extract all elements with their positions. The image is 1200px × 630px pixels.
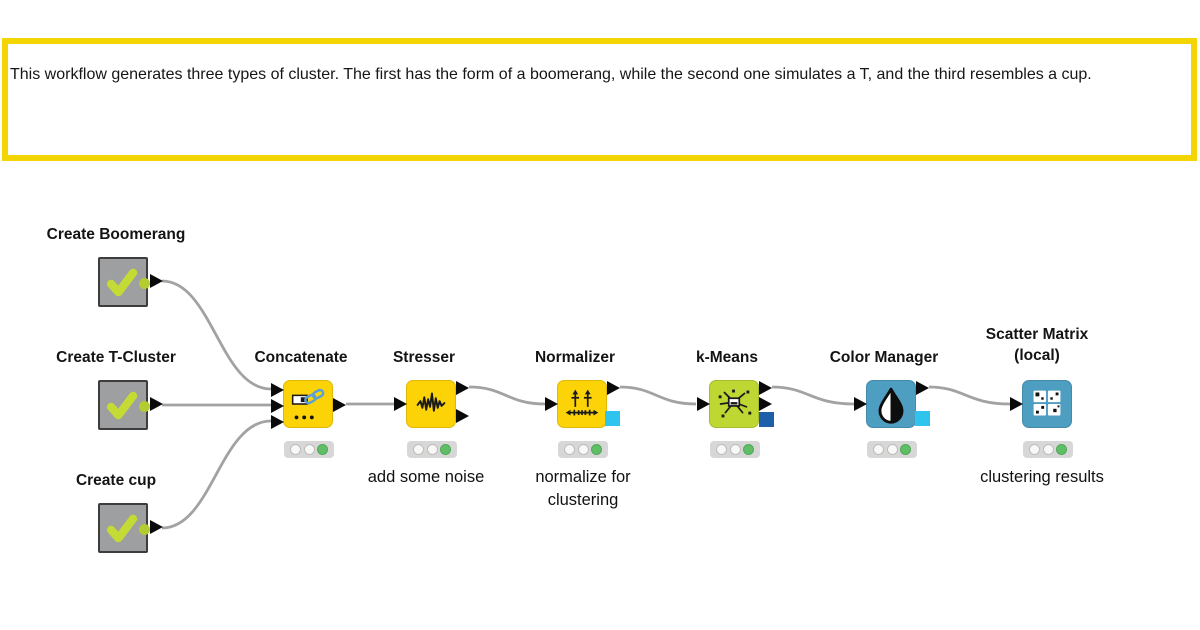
node-comment: add some noise (367, 468, 485, 486)
model-output-port[interactable] (759, 412, 774, 427)
normalizer-icon (565, 389, 599, 416)
input-port[interactable] (696, 397, 710, 411)
node-label-line2: (local) (1014, 347, 1060, 364)
output-port[interactable] (150, 397, 163, 411)
traffic-light-indicator (1023, 441, 1073, 458)
connection-colormanager-scattermatrix (928, 385, 1011, 406)
status-dot-yellow (1042, 444, 1054, 455)
node-body[interactable] (544, 380, 620, 458)
node-body[interactable] (98, 503, 163, 553)
output-port-2[interactable] (758, 396, 772, 411)
node-label: Concatenate (254, 349, 348, 366)
color-manager-drop-icon (878, 387, 904, 424)
traffic-light-indicator (284, 441, 334, 458)
node-label-line1: Scatter Matrix (985, 326, 1089, 343)
status-dot-green (1056, 444, 1067, 455)
node-label: k-Means (695, 349, 759, 366)
concatenate-icon (291, 388, 325, 420)
status-dot-red (290, 444, 301, 455)
output-port[interactable] (150, 520, 163, 534)
input-port[interactable] (393, 397, 407, 411)
node-body[interactable] (1009, 380, 1073, 458)
model-output-port[interactable] (605, 411, 620, 426)
status-dot-yellow (426, 444, 438, 455)
output-port-circle (139, 524, 150, 535)
output-port[interactable] (150, 274, 163, 288)
node-label: Create cup (75, 472, 157, 489)
status-dot-green (440, 444, 451, 455)
output-port[interactable] (606, 380, 620, 395)
node-body[interactable] (393, 380, 469, 458)
annotation-text: This workflow generates three types of c… (10, 66, 1092, 83)
node-label: Color Manager (829, 349, 939, 366)
scatter-matrix-icon (1033, 390, 1061, 416)
node-body[interactable] (853, 380, 930, 458)
node-label: Create T-Cluster (56, 349, 176, 366)
output-port[interactable] (332, 397, 346, 412)
output-port[interactable] (915, 380, 929, 395)
input-port[interactable] (1009, 397, 1023, 411)
model-output-port[interactable] (915, 411, 930, 426)
node-body[interactable] (696, 380, 774, 458)
status-dot-yellow (577, 444, 589, 455)
workflow-annotation[interactable]: This workflow generates three types of c… (2, 38, 1197, 161)
checkmark-icon (106, 391, 138, 420)
output-port-1[interactable] (455, 380, 469, 395)
traffic-light-indicator (558, 441, 608, 458)
status-dot-red (1029, 444, 1040, 455)
node-comment: clustering results (980, 468, 1104, 486)
status-dot-green (743, 444, 754, 455)
output-port-1[interactable] (758, 380, 772, 395)
status-dot-yellow (886, 444, 898, 455)
status-dot-green (317, 444, 328, 455)
output-port-2[interactable] (455, 408, 469, 423)
input-port[interactable] (544, 397, 558, 411)
status-dot-green (591, 444, 602, 455)
node-label: Normalizer (534, 349, 616, 366)
status-dot-red (716, 444, 727, 455)
traffic-light-indicator (867, 441, 917, 458)
connection-stresser-normalizer (468, 385, 546, 406)
stresser-icon (416, 392, 446, 412)
traffic-light-indicator (710, 441, 760, 458)
traffic-light-indicator (407, 441, 457, 458)
status-dot-yellow (729, 444, 741, 455)
node-body[interactable] (98, 380, 163, 430)
input-port-3[interactable] (270, 414, 284, 429)
connection-kmeans-colormanager (771, 385, 855, 406)
input-port[interactable] (853, 397, 867, 411)
connection-normalizer-kmeans (619, 385, 697, 406)
status-dot-red (873, 444, 884, 455)
input-port-2[interactable] (270, 398, 284, 413)
status-dot-red (413, 444, 424, 455)
connection-boomerang-concatenate (161, 279, 272, 391)
node-label: Stresser (392, 349, 456, 366)
checkmark-icon (106, 514, 138, 543)
node-body[interactable] (98, 257, 163, 307)
status-dot-yellow (303, 444, 315, 455)
connection-cup-concatenate (161, 419, 272, 530)
node-comment: normalize for clustering (535, 468, 631, 509)
status-dot-green (900, 444, 911, 455)
k-means-icon (718, 389, 752, 418)
output-port-circle (139, 278, 150, 289)
checkmark-icon (106, 268, 138, 297)
output-port-circle (139, 401, 150, 412)
input-port-1[interactable] (270, 382, 284, 397)
node-label: Create Boomerang (46, 226, 186, 243)
status-dot-red (564, 444, 575, 455)
node-body[interactable] (270, 380, 346, 458)
